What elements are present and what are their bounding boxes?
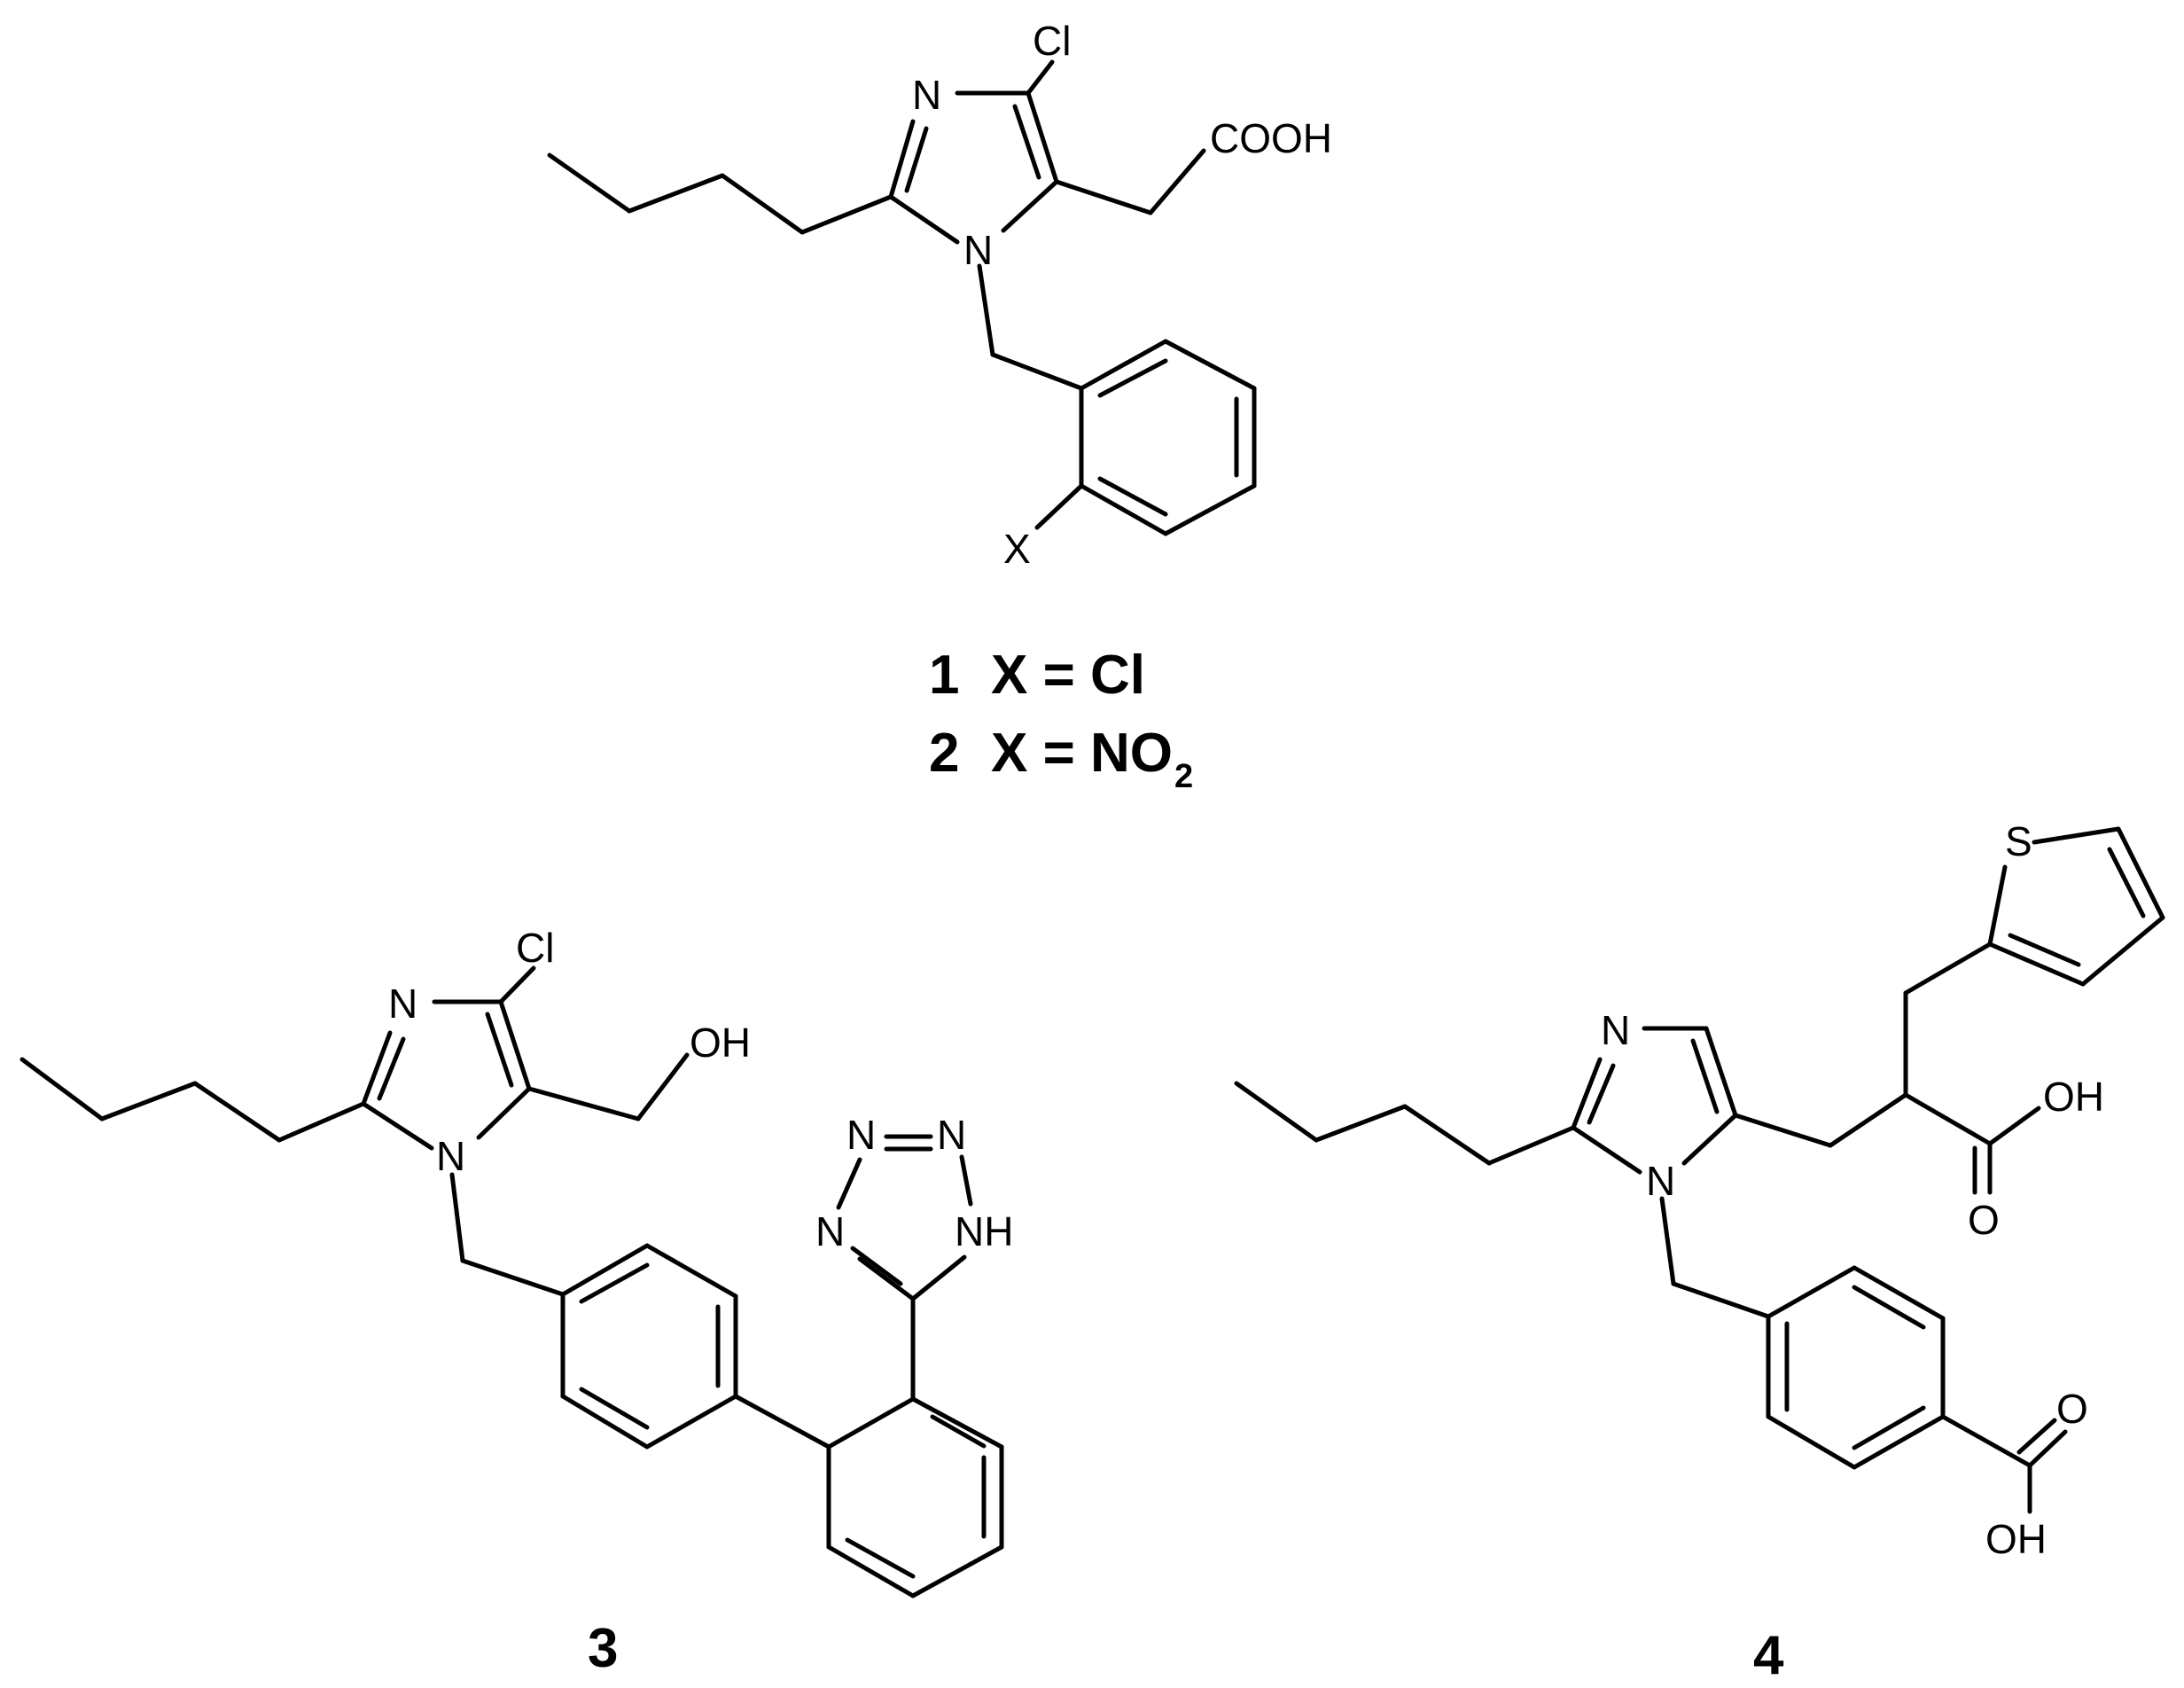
compound-1-2-structure: Cl N COOH N X bbox=[547, 18, 1332, 572]
c3-tetrazole-n1: N bbox=[846, 1112, 876, 1158]
compound-2-definition-main: X = NO bbox=[991, 723, 1173, 784]
c4-atom-n3: N bbox=[1601, 1007, 1630, 1053]
c4-atom-s: S bbox=[2005, 818, 2032, 864]
c4-atom-oh-acid2: OH bbox=[1985, 1516, 2047, 1562]
c3-atom-cl: Cl bbox=[516, 925, 554, 971]
compound-4-label: 4 bbox=[1753, 1625, 1784, 1686]
compound-3-label: 3 bbox=[588, 1618, 618, 1679]
c1-atom-cooh: COOH bbox=[1210, 115, 1332, 161]
c3-atom-oh: OH bbox=[690, 1020, 751, 1066]
c4-atom-oh-acid1: OH bbox=[2043, 1074, 2104, 1120]
c1-atom-n3: N bbox=[912, 72, 941, 118]
c4-atom-o-acid2: O bbox=[2056, 1386, 2088, 1432]
c4-atom-n1: N bbox=[1646, 1158, 1675, 1204]
compound-3-structure: Cl N OH N N N N NH bbox=[20, 925, 1013, 1598]
compound-1-number: 1 bbox=[929, 645, 959, 706]
compound-2-number: 2 bbox=[929, 723, 959, 784]
c3-tetrazole-n3: N bbox=[815, 1208, 845, 1254]
c1-atom-cl: Cl bbox=[1033, 18, 1071, 64]
compound-2-subscript: 2 bbox=[1174, 758, 1193, 795]
c3-atom-n3: N bbox=[388, 981, 417, 1027]
compound-4-structure: N N S OH O O OH bbox=[1234, 818, 2165, 1562]
c3-tetrazole-n2: N bbox=[937, 1112, 966, 1158]
c3-atom-n1: N bbox=[436, 1133, 465, 1179]
c3-tetrazole-nh: NH bbox=[955, 1208, 1013, 1254]
compound-2-definition: X = NO2 bbox=[991, 723, 1193, 795]
compound-1-2-legend: 1 X = Cl 2 X = NO2 bbox=[929, 645, 1193, 795]
c1-atom-n1: N bbox=[963, 227, 993, 273]
compound-1-definition: X = Cl bbox=[991, 645, 1145, 706]
c4-atom-o-acid1: O bbox=[1968, 1197, 2000, 1243]
c1-atom-x: X bbox=[1003, 526, 1031, 572]
